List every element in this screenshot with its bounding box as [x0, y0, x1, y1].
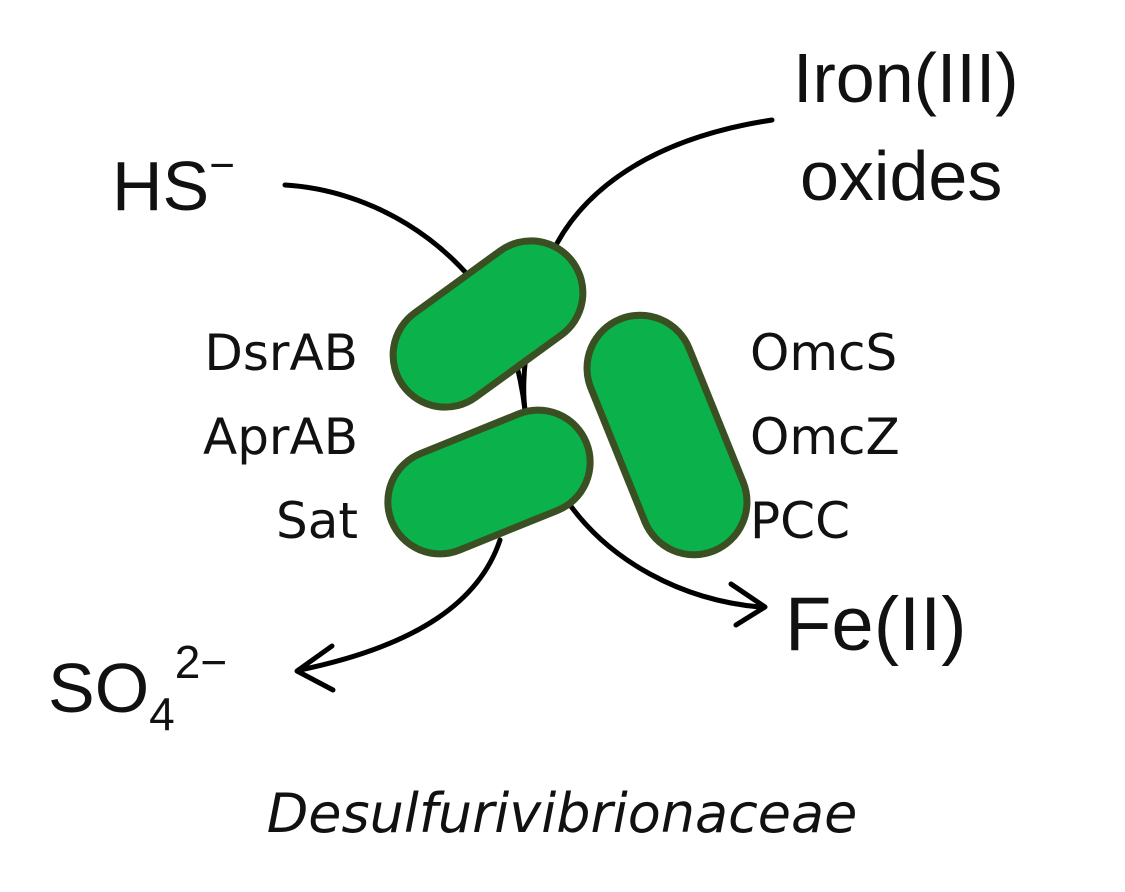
sulfate-arrowhead — [294, 643, 336, 693]
hs-label: HS− — [112, 141, 235, 225]
taxon-caption: Desulfurivibrionaceae — [267, 782, 858, 845]
enzyme-left-2: AprAB — [203, 408, 358, 466]
hs-charge: − — [209, 141, 235, 190]
sulfate-label: SO42− — [48, 636, 227, 740]
bacterium-cell-lower — [384, 406, 594, 558]
cell-to-sulfate-curve — [297, 537, 503, 673]
enzyme-right-2: OmcZ — [750, 408, 900, 466]
iron3-oxides-label-line1: Iron(III) — [793, 39, 1019, 117]
bacterium-cell-right — [583, 311, 751, 559]
enzyme-left-3: Sat — [276, 492, 358, 550]
bacterium-cell-upper — [389, 237, 587, 411]
hs-base: HS — [112, 147, 209, 225]
enzyme-right-3: PCC — [750, 492, 850, 550]
sulfate-base: SO — [48, 649, 149, 727]
sulfate-charge: 2− — [175, 636, 227, 688]
cell-to-fe2-curve — [567, 502, 763, 610]
sulfate-subscript: 4 — [149, 688, 175, 740]
fe2-label: Fe(II) — [785, 582, 967, 667]
enzyme-right-1: OmcS — [750, 324, 897, 382]
iron3-oxides-label-line2: oxides — [800, 137, 1002, 215]
fe2-arrowhead — [728, 581, 768, 628]
enzyme-left-1: DsrAB — [204, 324, 358, 382]
